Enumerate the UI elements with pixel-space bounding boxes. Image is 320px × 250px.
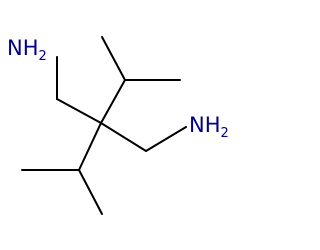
bond-center-ch2-right [100,122,147,152]
bond-center-isopropyl-bottom [78,122,102,171]
bond-ch2-top-center [56,98,102,124]
bond-isopropyl-bottom-methyl-down [78,169,103,215]
amine-label-right: NH2 [189,113,229,141]
bond-center-isopropyl-top [100,79,126,124]
amine-label-top: NH2 [7,36,47,64]
bond-isopropyl-top-methyl-up [101,36,126,81]
bond-ch2-right-nh2 [145,126,187,152]
structure-diagram: NH2 NH2 [7,36,229,215]
